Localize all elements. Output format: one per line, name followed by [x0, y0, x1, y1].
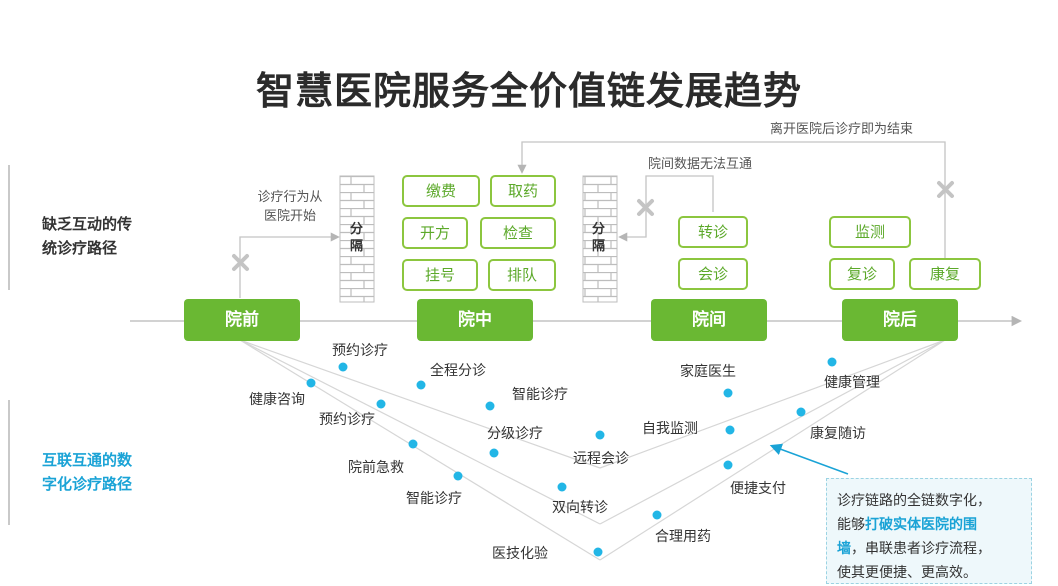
box-queue: 排队	[488, 259, 556, 291]
side-bracket-digital	[0, 400, 10, 525]
digital-item: 预约诊疗	[332, 343, 388, 359]
box-follow-up: 复诊	[829, 258, 895, 290]
box-register: 挂号	[402, 259, 478, 291]
digital-item: 健康咨询	[249, 392, 305, 408]
digital-item: 健康管理	[824, 375, 880, 391]
wall-label-left: 分 隔	[350, 222, 364, 254]
digital-item: 医技化验	[492, 546, 548, 562]
box-prescribe: 开方	[402, 217, 468, 249]
digital-item: 分级诊疗	[487, 426, 543, 442]
stage-between: 院间	[651, 299, 767, 341]
note-end: 离开医院后诊疗即为结束	[770, 122, 914, 137]
page-title: 智慧医院服务全价值链发展趋势	[255, 69, 802, 113]
digital-item: 便捷支付	[730, 481, 786, 497]
digital-dots	[306, 357, 837, 557]
digital-item: 合理用药	[655, 529, 711, 545]
box-monitor: 监测	[829, 216, 911, 248]
side-label-traditional: 缺乏互动的传 统诊疗路径	[42, 215, 133, 257]
box-referral: 转诊	[678, 216, 748, 248]
digital-item: 预约诊疗	[319, 412, 375, 428]
digital-item: 康复随访	[810, 426, 866, 442]
connector-start	[239, 232, 340, 298]
box-pay: 缴费	[402, 175, 480, 207]
stage-post: 院后	[842, 299, 958, 341]
wall-left	[339, 175, 375, 303]
note-data: 院间数据无法互通	[648, 157, 753, 172]
side-label-digital: 互联互通的数 字化诊疗路径	[42, 451, 133, 493]
digital-item: 双向转诊	[552, 500, 608, 516]
digital-item: 院前急救	[348, 460, 404, 476]
connector-data	[618, 175, 714, 242]
connector-top	[517, 141, 946, 278]
stage-in: 院中	[417, 299, 533, 341]
stage-pre: 院前	[184, 299, 300, 341]
digital-item: 全程分诊	[430, 363, 486, 379]
digital-item: 自我监测	[642, 421, 698, 437]
box-rehab: 康复	[909, 258, 981, 290]
box-medicine: 取药	[490, 175, 556, 207]
callout-arrow	[769, 443, 849, 475]
digital-item: 远程会诊	[573, 451, 629, 467]
callout-box: 诊疗链路的全链数字化， 能够打破实体医院的围 墙，串联患者诊疗流程， 使其更便捷…	[826, 478, 1032, 584]
note-start: 诊疗行为从 医院开始	[257, 190, 323, 224]
side-bracket-traditional	[0, 165, 10, 290]
wall-right	[582, 175, 618, 303]
blocked-mark	[232, 181, 954, 271]
box-exam: 检查	[480, 217, 556, 249]
digital-item: 智能诊疗	[512, 387, 568, 403]
digital-item: 智能诊疗	[406, 491, 462, 507]
digital-item: 家庭医生	[680, 364, 736, 380]
box-consult: 会诊	[678, 258, 748, 290]
wall-label-right: 分 隔	[592, 222, 606, 254]
